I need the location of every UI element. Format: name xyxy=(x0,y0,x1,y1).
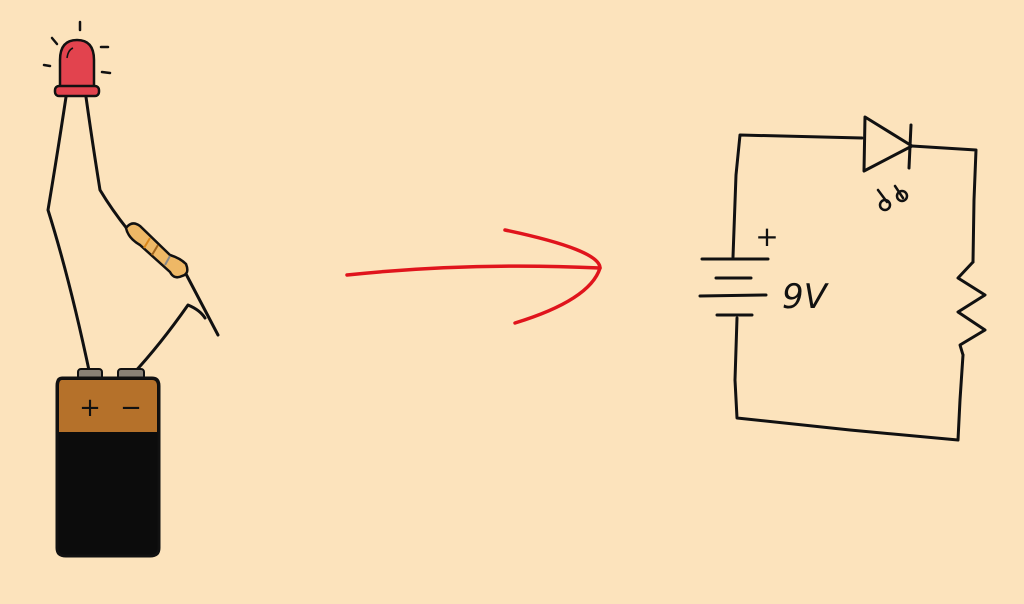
battery-minus-label: − xyxy=(120,393,142,423)
resistor-symbol xyxy=(956,260,987,357)
led-icon xyxy=(53,38,101,98)
schematic-wires xyxy=(731,133,978,442)
transform-arrow xyxy=(345,228,602,325)
circuit-schematic: + 9V xyxy=(698,115,987,442)
schematic-plus-label: + xyxy=(755,220,778,253)
led-right-wire xyxy=(84,95,130,232)
battery-symbol xyxy=(698,257,770,317)
physical-circuit: + − xyxy=(42,20,220,558)
led-diode-symbol xyxy=(862,115,914,173)
light-emission-arrows-icon xyxy=(876,184,909,212)
battery-negative-wire xyxy=(130,303,207,377)
battery-plus-label: + xyxy=(79,393,101,423)
voltage-label: 9V xyxy=(782,277,830,317)
resistor-icon xyxy=(124,222,189,279)
resistor-lead xyxy=(184,272,220,337)
led-left-wire xyxy=(46,95,92,377)
led-glow-marks xyxy=(42,20,112,75)
battery-9v: + − xyxy=(55,368,161,558)
